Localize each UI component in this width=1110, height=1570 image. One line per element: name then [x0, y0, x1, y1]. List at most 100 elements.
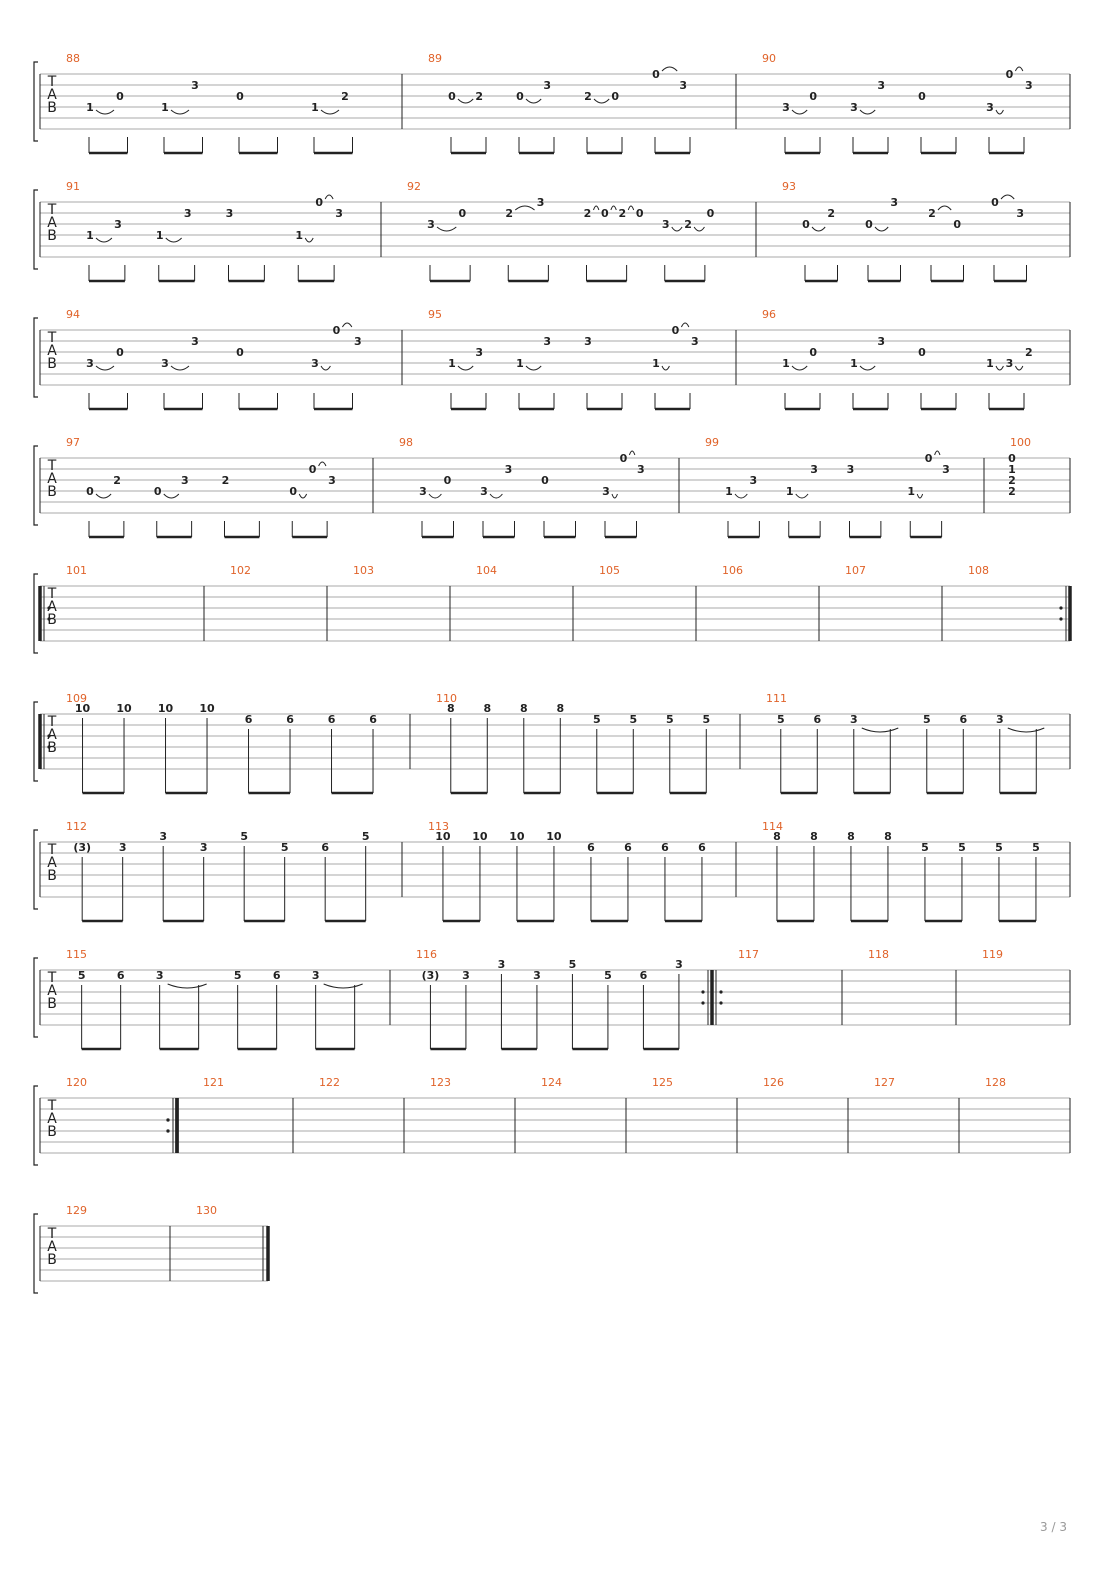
fret-number: 0 — [925, 452, 933, 465]
tab-clef-letter: T — [47, 842, 57, 858]
tie-arc — [298, 493, 308, 499]
fret-number: 0 — [236, 346, 244, 359]
fret-number: 6 — [587, 841, 595, 854]
tie-arc — [791, 365, 808, 371]
fret-number: 5 — [777, 713, 785, 726]
measure-number: 114 — [762, 820, 783, 833]
fret-number: 10 — [546, 830, 562, 843]
fret-number: 0 — [809, 90, 817, 103]
repeat-dot — [166, 1118, 170, 1122]
fret-number: 5 — [702, 713, 710, 726]
measure-number: 101 — [66, 564, 87, 577]
tie-arc — [165, 237, 183, 243]
tie-arc — [627, 205, 635, 211]
fret-number: (3) — [73, 841, 91, 854]
fret-number: 0 — [918, 90, 926, 103]
fret-number: 1 — [786, 485, 794, 498]
measure-number: 105 — [599, 564, 620, 577]
tie-arc — [1007, 727, 1045, 733]
fret-number: 1 — [725, 485, 733, 498]
fret-number: 0 — [86, 485, 94, 498]
measure-number: 104 — [476, 564, 497, 577]
fret-number: (3) — [422, 969, 440, 982]
fret-number: 3 — [419, 485, 427, 498]
fret-number: 3 — [996, 713, 1004, 726]
fret-number: 3 — [679, 79, 687, 92]
tie-arc — [323, 983, 363, 989]
system-bracket — [33, 1213, 38, 1294]
fret-number: 5 — [923, 713, 931, 726]
tab-clef-letter: A — [47, 1111, 57, 1127]
fret-number: 0 — [601, 207, 609, 220]
fret-number: 6 — [117, 969, 125, 982]
fret-number: 0 — [672, 324, 680, 337]
repeat-dot — [166, 1129, 170, 1133]
tie-arc — [525, 365, 542, 371]
tie-arc — [163, 493, 180, 499]
fret-number: 5 — [569, 958, 577, 971]
repeat-dot — [719, 990, 723, 994]
system-bracket — [33, 829, 38, 910]
tie-arc — [795, 493, 809, 499]
fret-number: 3 — [890, 196, 898, 209]
tie-arc — [628, 450, 636, 456]
fret-number: 3 — [480, 485, 488, 498]
tab-clef-letter: B — [47, 740, 57, 756]
tie-arc — [1014, 66, 1024, 72]
fret-number: 1 — [782, 357, 790, 370]
fret-number: 0 — [154, 485, 162, 498]
tab-clef-letter: T — [47, 970, 57, 986]
fret-number: 0 — [333, 324, 341, 337]
measure-number: 125 — [652, 1076, 673, 1089]
tab-clef-letter: A — [47, 983, 57, 999]
chord-fret-number: 1 — [1008, 463, 1016, 476]
fret-number: 0 — [1006, 68, 1014, 81]
fret-number: 2 — [584, 207, 592, 220]
fret-number: 6 — [959, 713, 967, 726]
repeat-dot — [701, 990, 705, 994]
tie-arc — [811, 226, 826, 232]
system-bracket — [33, 445, 38, 526]
fret-number: 3 — [161, 357, 169, 370]
measure-number: 98 — [399, 436, 413, 449]
fret-number: 3 — [181, 474, 189, 487]
tie-arc — [680, 322, 690, 328]
fret-number: 3 — [662, 218, 670, 231]
fret-number: 6 — [698, 841, 706, 854]
fret-number: 1 — [652, 357, 660, 370]
fret-number: 1 — [295, 229, 303, 242]
fret-number: 2 — [618, 207, 626, 220]
measure-number: 89 — [428, 52, 442, 65]
fret-number: 3 — [1006, 357, 1014, 370]
tie-arc — [341, 322, 353, 328]
fret-number: 6 — [321, 841, 329, 854]
tie-arc — [593, 98, 610, 104]
tie-arc — [457, 365, 474, 371]
tie-arc — [874, 226, 889, 232]
fret-number: 6 — [273, 969, 281, 982]
fret-number: 0 — [516, 90, 524, 103]
tab-clef-letter: A — [47, 215, 57, 231]
tab-clef-letter: A — [47, 855, 57, 871]
tie-arc — [514, 205, 535, 211]
tab-clef-letter: B — [47, 868, 57, 884]
measure-number: 102 — [230, 564, 251, 577]
fret-number: 3 — [533, 969, 541, 982]
measure-number: 121 — [203, 1076, 224, 1089]
measure-number: 97 — [66, 436, 80, 449]
tab-clef-letter: B — [47, 1124, 57, 1140]
measure-number: 112 — [66, 820, 87, 833]
fret-number: 0 — [448, 90, 456, 103]
fret-number: 3 — [200, 841, 208, 854]
chord-fret-number: 2 — [1008, 474, 1016, 487]
system-bracket — [33, 701, 38, 782]
fret-number: 1 — [516, 357, 524, 370]
fret-number: 0 — [620, 452, 628, 465]
fret-number: 1 — [907, 485, 915, 498]
fret-number: 10 — [75, 702, 91, 715]
fret-number: 5 — [281, 841, 289, 854]
fret-number: 0 — [289, 485, 297, 498]
tie-arc — [170, 109, 190, 115]
repeat-dot — [719, 1001, 723, 1005]
fret-number: 5 — [604, 969, 612, 982]
